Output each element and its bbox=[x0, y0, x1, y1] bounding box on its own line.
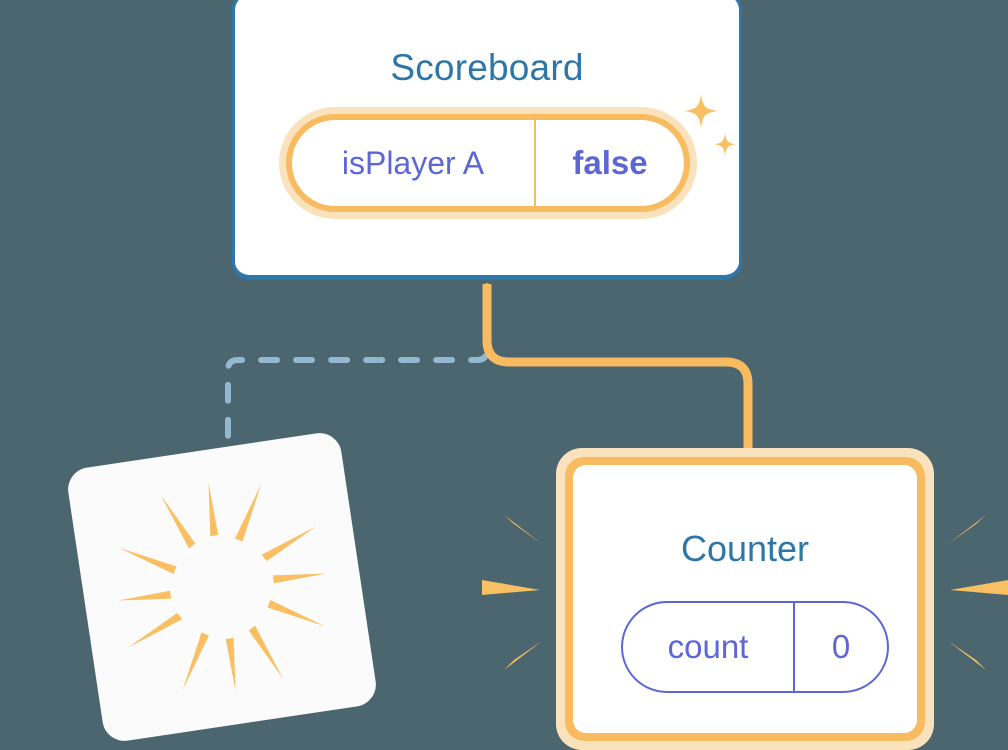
counter-pill-value: 0 bbox=[831, 628, 851, 665]
counter-title: Counter bbox=[680, 528, 810, 569]
counter-card-face: Counter count 0 bbox=[573, 465, 917, 733]
scoreboard-state-pill[interactable]: isPlayer A false bbox=[279, 107, 697, 219]
counter-rays-left bbox=[482, 515, 542, 670]
blank-card[interactable] bbox=[65, 430, 379, 744]
counter-state-pill[interactable]: count 0 bbox=[621, 601, 889, 693]
burst-ray bbox=[950, 580, 1008, 595]
burst-ray bbox=[225, 637, 236, 692]
counter-rays-right bbox=[948, 515, 1008, 670]
burst-ray bbox=[504, 641, 542, 670]
starburst-icon bbox=[117, 482, 327, 692]
scoreboard-title: Scoreboard bbox=[390, 47, 584, 88]
burst-ray bbox=[267, 599, 325, 627]
burst-ray bbox=[234, 484, 262, 542]
scoreboard-pill-highlight-ring: isPlayer A false bbox=[286, 114, 690, 212]
counter-pill-key: count bbox=[623, 603, 795, 691]
burst-ray bbox=[272, 573, 327, 584]
connector-scoreboard-to-counter bbox=[482, 284, 753, 460]
counter-card[interactable]: Counter count 0 bbox=[556, 448, 934, 750]
scoreboard-card[interactable]: Scoreboard isPlayer A false bbox=[232, 0, 742, 280]
counter-card-highlight-ring: Counter count 0 bbox=[565, 457, 925, 741]
scoreboard-pill-face: isPlayer A false bbox=[292, 120, 684, 206]
sparkle-group bbox=[684, 94, 736, 156]
burst-ray bbox=[208, 482, 219, 537]
burst-ray bbox=[261, 526, 317, 562]
burst-ray bbox=[117, 590, 172, 601]
burst-ray bbox=[127, 612, 183, 648]
sparkle-icon-large bbox=[684, 94, 718, 128]
burst-ray bbox=[504, 515, 542, 544]
burst-ray bbox=[182, 632, 210, 690]
burst-ray bbox=[248, 625, 284, 679]
burst-ray bbox=[119, 547, 177, 575]
burst-ray bbox=[948, 515, 986, 544]
scoreboard-pill-value: false bbox=[572, 144, 648, 181]
burst-ray bbox=[160, 495, 196, 549]
burst-ray bbox=[482, 580, 540, 595]
scoreboard-pill-key: isPlayer A bbox=[292, 120, 536, 206]
burst-ray bbox=[948, 641, 986, 670]
sparkle-icon-small bbox=[714, 133, 736, 156]
